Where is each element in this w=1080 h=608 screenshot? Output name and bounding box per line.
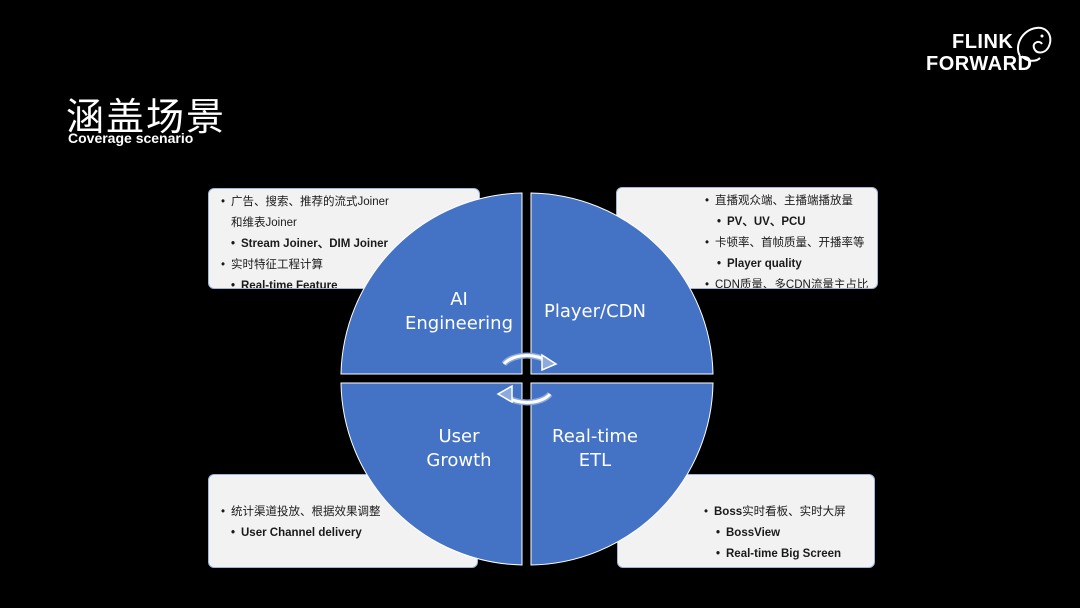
list-item: Real-time Feature — [231, 276, 479, 288]
list-item: 卡顿率、首帧质量、开播率等 — [705, 233, 877, 254]
quadrant-label-etl-line1: Real-time — [552, 426, 638, 447]
list-item: 广告、搜索、推荐的流式Joiner — [221, 192, 479, 213]
quadrant-label-ai-line1: AI — [450, 289, 468, 310]
list-item: Real-time Big Screen — [716, 544, 874, 565]
quadrant-user-growth — [340, 382, 523, 566]
quadrant-realtime-etl — [530, 382, 714, 566]
flink-forward-logo: FLINK FORWARD — [924, 22, 1064, 78]
logo-line1: FLINK — [952, 31, 1014, 53]
list-item: 直播观众端、主播端播放量 — [705, 191, 877, 212]
list-item: Stream Joiner、DIM Joiner — [231, 234, 479, 255]
quadrant-ai-engineering — [340, 192, 523, 375]
list-item: 和维表Joiner — [231, 217, 297, 229]
quadrant-label-player-cdn: Player/CDN — [544, 301, 646, 322]
quadrant-label-ai-line2: Engineering — [405, 313, 513, 334]
list-item: User Channel delivery — [231, 523, 477, 544]
list-item: CDN质量、多CDN流量主占比 — [705, 275, 877, 288]
list-item-text: 实时看板、实时大屏 — [742, 506, 846, 518]
list-item: PV、UV、PCU — [717, 212, 877, 233]
quadrant-label-user-line1: User — [438, 426, 480, 447]
quadrant-label-user-line2: Growth — [426, 450, 491, 471]
list-item: BossView — [716, 523, 874, 544]
list-item-bold: Boss — [714, 506, 743, 518]
list-item: Boss实时看板、实时大屏 — [704, 502, 874, 523]
squirrel-icon — [1017, 26, 1052, 62]
list-item: 统计渠道投放、根据效果调整 — [221, 502, 477, 523]
quadrant-player-cdn — [530, 192, 714, 375]
ai-engineering-detail-box: 广告、搜索、推荐的流式Joiner 和维表Joiner Stream Joine… — [208, 188, 480, 289]
list-item: 实时特征工程计算 — [221, 255, 479, 276]
quadrant-label-etl-line2: ETL — [579, 450, 611, 471]
slide-title: 涵盖场景 — [66, 95, 227, 139]
list-item: Player quality — [717, 254, 877, 275]
cycle-arrows-icon — [496, 352, 558, 406]
logo-line2: FORWARD — [926, 53, 1033, 75]
slide-subtitle: Coverage scenario — [68, 130, 194, 146]
